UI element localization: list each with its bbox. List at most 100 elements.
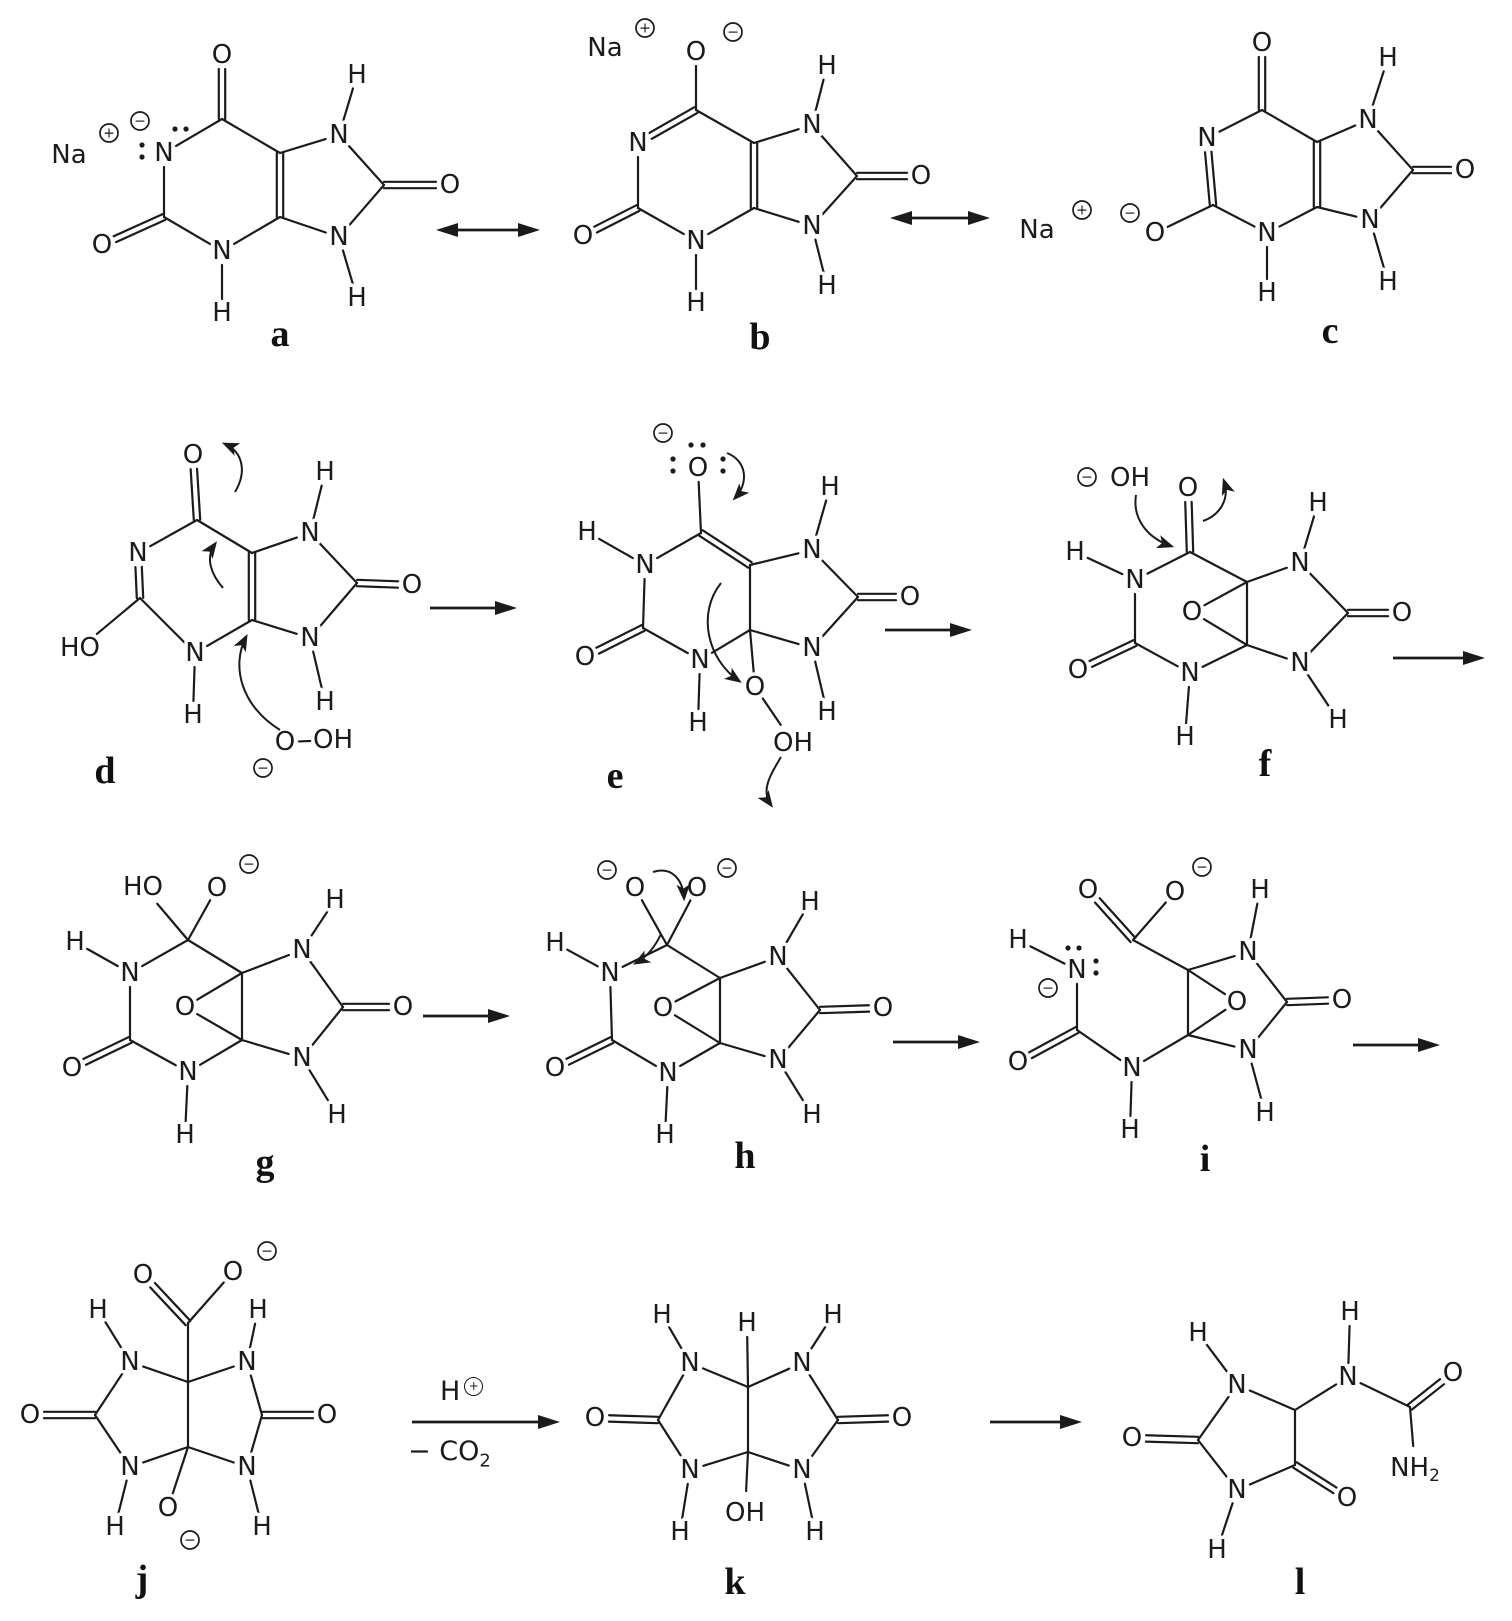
bond xyxy=(1292,1466,1335,1495)
atom-label: O xyxy=(1122,1423,1142,1453)
bond xyxy=(650,111,699,140)
bond xyxy=(308,1068,331,1105)
atom-label: H xyxy=(688,708,708,738)
minus-charge-icon: − xyxy=(257,1241,277,1261)
bond xyxy=(656,1418,684,1460)
bond xyxy=(1202,618,1249,647)
atom-label: O xyxy=(212,40,232,70)
bond xyxy=(598,537,634,560)
bond xyxy=(318,542,359,585)
bond xyxy=(186,1281,225,1325)
bond xyxy=(355,585,399,589)
bond xyxy=(240,1038,290,1056)
bond xyxy=(701,1367,750,1389)
bond xyxy=(1315,205,1358,218)
charge-circle xyxy=(723,22,743,42)
bond xyxy=(679,1041,722,1068)
bond xyxy=(1406,1378,1442,1406)
bond xyxy=(240,953,291,975)
bond xyxy=(1144,1434,1200,1438)
atom-label: N xyxy=(120,1347,139,1377)
bond xyxy=(250,618,298,635)
bond xyxy=(171,1445,190,1496)
lone-pair-dot xyxy=(688,442,694,448)
bond xyxy=(1144,1440,1200,1445)
atom-label: OH xyxy=(1110,463,1150,493)
bond xyxy=(674,976,722,1003)
atom-label: N xyxy=(792,1348,811,1378)
atom-label: N xyxy=(1067,955,1086,985)
atom-label: O xyxy=(1252,28,1272,58)
lone-pair-dot xyxy=(720,468,726,474)
mechanism-arrow xyxy=(233,633,281,731)
atom-label: N xyxy=(792,1455,811,1485)
bond xyxy=(673,1014,722,1045)
bond xyxy=(1408,1405,1415,1448)
arrowhead xyxy=(1463,651,1485,665)
bond xyxy=(1196,1395,1231,1442)
atom-label: N xyxy=(120,958,139,988)
bond xyxy=(112,212,164,238)
arrowhead xyxy=(495,601,517,615)
atom-label: O xyxy=(873,993,893,1023)
bond xyxy=(1260,108,1319,144)
bond xyxy=(1286,1002,1330,1007)
atom-label: N xyxy=(1338,1362,1357,1392)
bond xyxy=(186,899,212,942)
lone-pair-dot xyxy=(183,126,189,132)
atom-label: O xyxy=(62,1053,82,1083)
minus-sign: − xyxy=(408,1436,431,1467)
reaction-arrow xyxy=(1393,651,1485,665)
bond xyxy=(93,1372,124,1417)
bond xyxy=(312,650,323,690)
atom-label: O xyxy=(1392,598,1412,628)
bond xyxy=(820,134,859,178)
bond xyxy=(814,499,828,538)
atom-label: H xyxy=(1255,1098,1275,1128)
bond xyxy=(1131,938,1190,972)
bond xyxy=(196,1012,244,1042)
charge-sign: − xyxy=(1081,470,1093,486)
bond xyxy=(1295,1461,1338,1489)
proton-annotation: H+ xyxy=(440,1377,484,1406)
bond xyxy=(140,565,145,599)
structure-label-j: j xyxy=(135,1558,149,1600)
bond xyxy=(748,628,755,675)
bond xyxy=(174,117,224,148)
bond xyxy=(1302,515,1316,551)
bond xyxy=(149,518,199,548)
bond xyxy=(128,1038,177,1067)
bond xyxy=(701,529,753,564)
bond xyxy=(752,128,800,145)
atom-label: OH xyxy=(725,1498,765,1528)
bond xyxy=(565,1036,612,1061)
bond xyxy=(761,697,782,726)
atom-label: N xyxy=(292,1043,311,1073)
atom-label: N xyxy=(300,623,319,653)
charge-sign: − xyxy=(1124,206,1136,222)
charge-sign: + xyxy=(1076,203,1088,219)
bond xyxy=(186,1365,235,1384)
bond xyxy=(278,215,327,234)
arrowhead xyxy=(488,1009,510,1023)
plus-charge-icon: + xyxy=(99,123,119,143)
mechanism-arrow xyxy=(221,442,243,493)
atom-label: O xyxy=(687,873,707,903)
atom-label: H xyxy=(817,697,837,727)
structure-label-f: f xyxy=(1258,743,1272,785)
atom-label: H xyxy=(183,700,203,730)
bond xyxy=(1315,124,1357,144)
atom-label: H xyxy=(1340,1297,1360,1327)
atom-label: N xyxy=(1122,1053,1141,1083)
lone-pair-dot xyxy=(1093,970,1099,976)
minus-charge-icon: − xyxy=(1192,857,1212,877)
atom-label: N xyxy=(300,518,319,548)
bond xyxy=(1250,1062,1263,1101)
atom-label: O xyxy=(402,570,422,600)
atom-label: N xyxy=(292,935,311,965)
atom-label: H xyxy=(65,927,85,957)
